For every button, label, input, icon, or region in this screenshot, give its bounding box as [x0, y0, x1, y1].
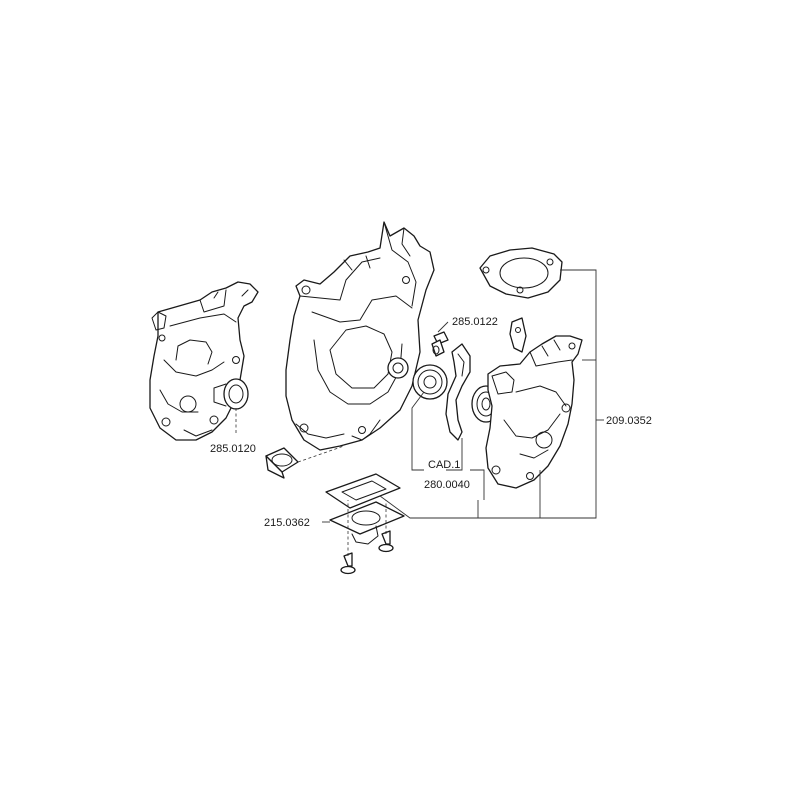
part-labels: 285.0120 285.0122 209.0352 CAD.1 280.004…: [210, 316, 652, 529]
cylinder-base-gasket: [479, 247, 563, 299]
label-cad-1: CAD.1: [428, 459, 460, 471]
leader-lines: [235, 269, 604, 556]
spacer-bushing: [265, 447, 299, 479]
label-215-0362: 215.0362: [264, 517, 310, 529]
dowel-pins: [431, 331, 449, 357]
label-280-0040: 280.0040: [424, 479, 470, 491]
oil-seal-left: [213, 378, 249, 410]
main-crankcase: [285, 221, 435, 451]
center-gasket: [445, 343, 471, 441]
label-285-0120: 285.0120: [210, 443, 256, 455]
intake-flange: [329, 501, 405, 545]
label-209-0352: 209.0352: [606, 415, 652, 427]
right-crankcase-half: [485, 335, 583, 489]
small-bracket: [509, 317, 527, 353]
reed-valve-gasket: [325, 473, 401, 509]
mounting-screws: [340, 530, 394, 575]
left-crankcase-half: [149, 281, 259, 441]
main-bearing-left: [412, 364, 448, 400]
label-285-0122: 285.0122: [452, 316, 498, 328]
